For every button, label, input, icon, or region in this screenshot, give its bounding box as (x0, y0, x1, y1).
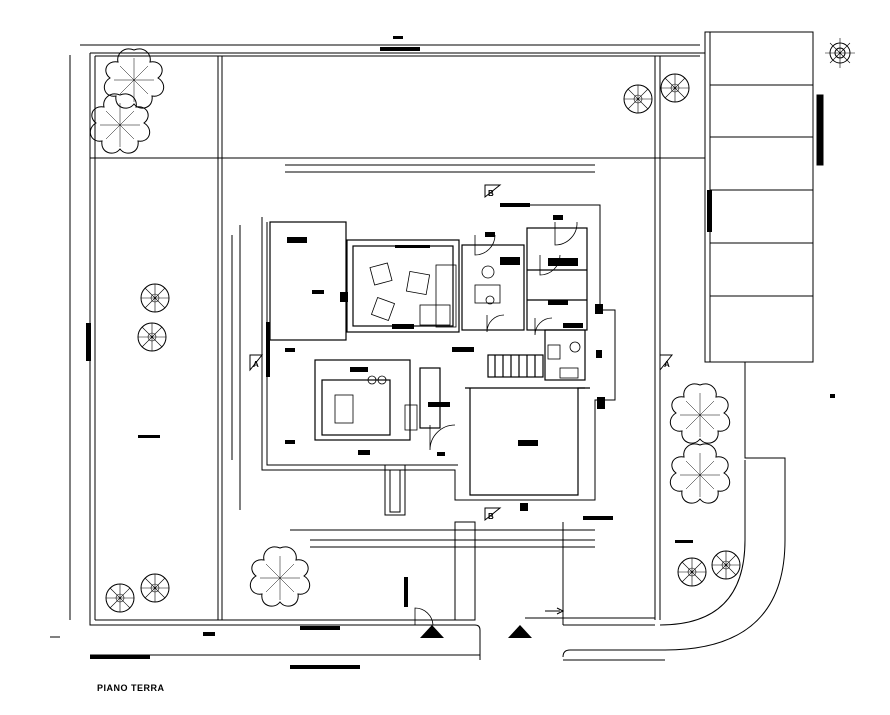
annotation-blocks (86, 36, 835, 669)
drawing-title: PIANO TERRA (97, 683, 165, 693)
section-label-b-bottom: B (488, 512, 494, 521)
road-corner (90, 361, 786, 661)
parking-block (704, 31, 824, 363)
furniture (334, 262, 581, 431)
section-label-a-right: A (664, 360, 670, 369)
section-label-a-left: A (253, 360, 259, 369)
north-arrow-icon (825, 38, 855, 68)
site-boundary (69, 35, 706, 626)
house-interior (269, 221, 590, 496)
garden-lines (50, 164, 674, 638)
door-swings (414, 221, 578, 626)
house-perimeter (261, 204, 616, 516)
tree-icon (89, 48, 741, 613)
section-label-b-top: B (488, 189, 494, 198)
